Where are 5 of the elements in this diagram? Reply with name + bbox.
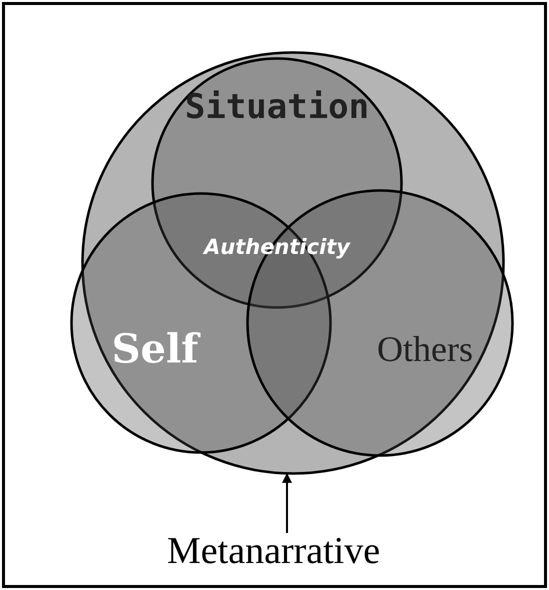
set-label: Situation: [184, 87, 370, 127]
set-label: Self: [112, 326, 198, 372]
caption-text: Metanarrative: [167, 529, 380, 573]
arrow: [282, 472, 292, 533]
set-label: Others: [377, 328, 473, 370]
